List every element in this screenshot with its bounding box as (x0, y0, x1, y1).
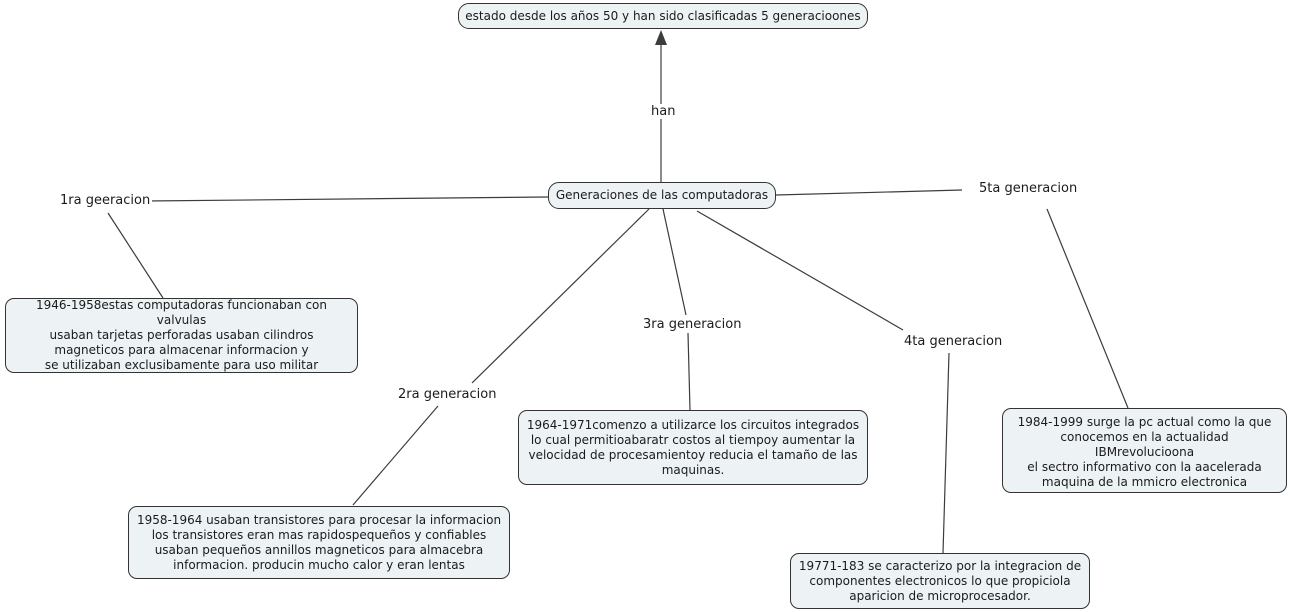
concept-box-intro[interactable]: estado desde los años 50 y han sido clas… (458, 3, 868, 29)
edge-root-to-label5 (775, 189, 963, 196)
concept-box-gen4[interactable]: 19771-183 se caracterizo por la integrac… (790, 553, 1090, 609)
link-label-han[interactable]: han (649, 104, 678, 119)
link-label-gen3[interactable]: 3ra generacion (641, 317, 744, 332)
concept-box-gen1[interactable]: 1946-1958estas computadoras funcionaban … (5, 298, 358, 373)
link-label-gen1[interactable]: 1ra geeracion (58, 193, 153, 208)
arrowhead-icon (655, 30, 667, 45)
edge-label3-to-box3 (687, 332, 691, 411)
concept-box-gen5[interactable]: 1984-1999 surge la pc actual como la que… (1002, 408, 1287, 493)
edge-label1-to-box1 (107, 212, 164, 299)
edge-label2-to-box2 (352, 405, 439, 506)
link-label-gen5[interactable]: 5ta generacion (977, 181, 1080, 196)
edge-label5-to-box5 (1046, 208, 1129, 409)
edge-root-to-label1 (145, 196, 549, 202)
edge-root-to-label4 (696, 210, 904, 331)
edge-root-to-label2 (471, 208, 650, 384)
edge-root-to-label3 (662, 208, 687, 316)
link-label-gen4[interactable]: 4ta generacion (902, 334, 1005, 349)
concept-node-root[interactable]: Generaciones de las computadoras (548, 182, 776, 209)
edge-label4-to-box4 (942, 352, 950, 554)
concept-box-gen3[interactable]: 1964-1971comenzo a utilizarce los circui… (518, 410, 868, 485)
link-label-gen2[interactable]: 2ra generacion (396, 387, 499, 402)
concept-box-gen2[interactable]: 1958-1964 usaban transistores para proce… (128, 506, 510, 579)
